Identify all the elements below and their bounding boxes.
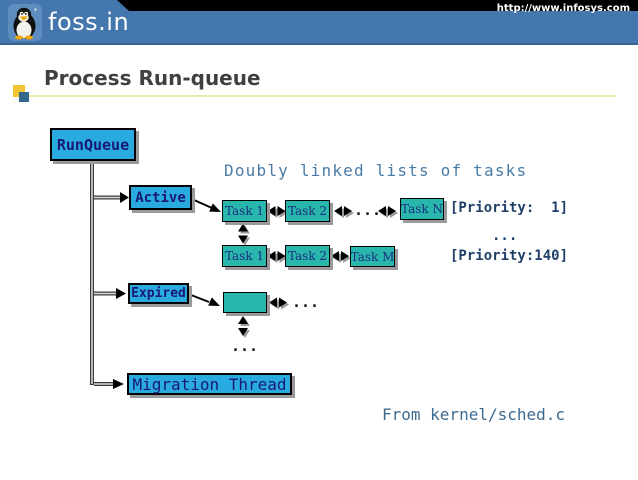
- expired-to-task-arrow: [190, 294, 220, 306]
- expired-row-ellipsis: ...: [292, 293, 320, 311]
- logo-badge: [8, 4, 42, 41]
- arrowhead-active: [120, 192, 129, 203]
- expired-column-ellipsis: ...: [231, 337, 259, 355]
- title-bullet-blue: [19, 92, 29, 102]
- priority-140-label: [Priority:140]: [450, 248, 569, 264]
- infosys-url: http://www.infosys.com: [496, 3, 630, 14]
- task-node: Task 1: [222, 245, 267, 267]
- empty-task-node: [223, 292, 267, 313]
- task-row-ellipsis: ...: [354, 201, 382, 219]
- page-title: Process Run-queue: [44, 66, 261, 90]
- header-black-stripe: [117, 0, 638, 11]
- arrowhead-expired: [116, 288, 126, 299]
- task-node: Task M: [350, 246, 395, 267]
- brand-text: foss.in: [48, 8, 130, 36]
- active-to-task-arrow: [193, 199, 221, 212]
- task-node: Task 2: [285, 245, 330, 267]
- priority-1-label: [Priority: 1]: [450, 200, 569, 216]
- active-list-box: Active: [129, 185, 192, 210]
- runqueue-box: RunQueue: [50, 128, 136, 161]
- arrowhead-migration: [113, 379, 124, 389]
- doubly-linked-arrows: [238, 206, 398, 338]
- tree-trunk-lines: [90, 161, 129, 389]
- title-underline: [28, 95, 616, 97]
- priority-ellipsis: ...: [492, 228, 518, 244]
- task-node: Task N: [400, 198, 444, 220]
- diagram-heading: Doubly linked lists of tasks: [224, 161, 528, 180]
- header-bar: foss.in http://www.infosys.com: [0, 0, 638, 45]
- task-node: Task 1: [222, 200, 267, 222]
- expired-list-box: Expired: [128, 283, 189, 304]
- tux-penguin-icon: [13, 7, 37, 39]
- migration-thread-box: Migration Thread: [127, 373, 292, 395]
- source-reference: From kernel/sched.c: [382, 405, 566, 424]
- task-node: Task 2: [285, 200, 330, 222]
